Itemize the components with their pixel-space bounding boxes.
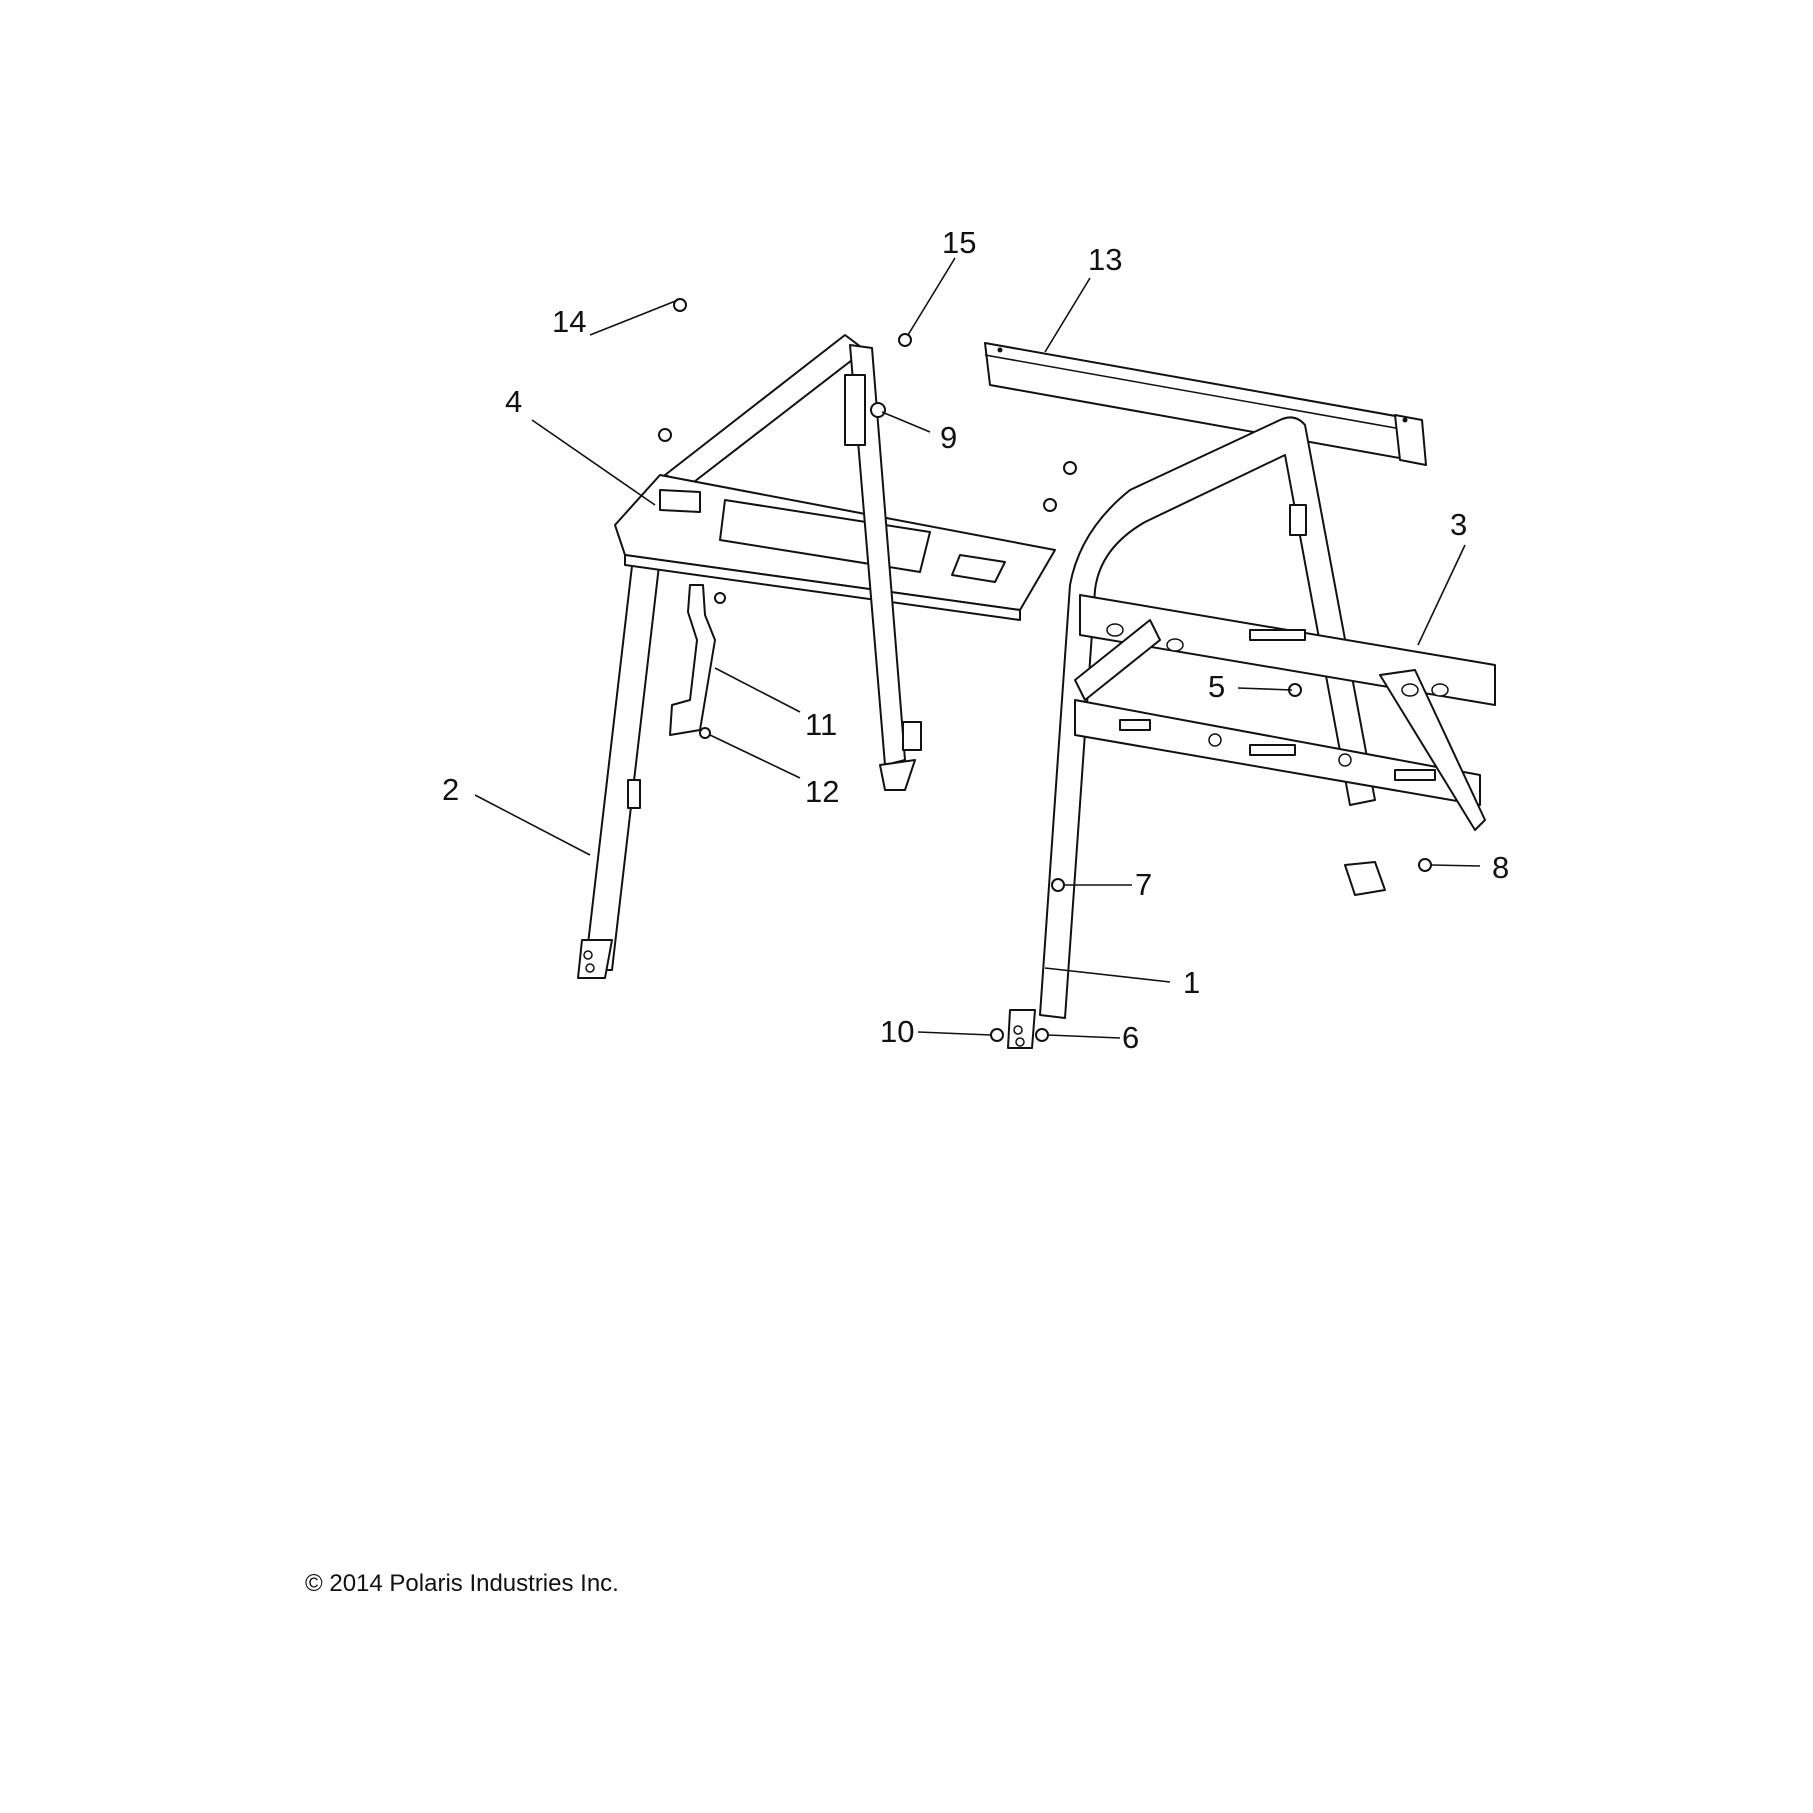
callout-7: 7 <box>1135 867 1152 902</box>
copyright-text: © 2014 Polaris Industries Inc. <box>305 1570 619 1597</box>
fastener-8 <box>1418 858 1432 872</box>
fastener-12 <box>699 727 711 739</box>
callout-15: 15 <box>942 225 976 260</box>
callout-9: 9 <box>940 420 957 455</box>
callout-10: 10 <box>880 1014 914 1049</box>
fastener-7 <box>1051 878 1065 892</box>
fastener-14 <box>673 298 687 312</box>
fastener-12a <box>714 592 726 604</box>
callout-4: 4 <box>505 384 522 419</box>
fastener-15 <box>898 333 912 347</box>
fastener-9 <box>870 402 886 418</box>
fastener-b <box>1043 498 1057 512</box>
callout-3: 3 <box>1450 507 1467 542</box>
callout-1: 1 <box>1183 965 1200 1000</box>
fastener-6 <box>1035 1028 1049 1042</box>
fastener-a <box>1063 461 1077 475</box>
part-rear-left-tube <box>844 344 922 791</box>
callout-6: 6 <box>1122 1020 1139 1055</box>
callout-13: 13 <box>1088 242 1122 277</box>
fastener-14b <box>658 428 672 442</box>
part-13-rear-top-bar <box>984 342 1427 466</box>
callout-5: 5 <box>1208 669 1225 704</box>
callout-14: 14 <box>552 304 586 339</box>
fasteners <box>658 298 1432 1042</box>
callout-2: 2 <box>442 772 459 807</box>
callout-11: 11 <box>805 707 837 742</box>
part-3-rear-frame <box>1074 594 1496 831</box>
part-11-bracket <box>669 584 716 736</box>
callout-8: 8 <box>1492 850 1509 885</box>
leader-lines <box>474 257 1481 1039</box>
part-2-front-left-tube <box>577 539 663 979</box>
callout-12: 12 <box>805 774 839 809</box>
callout-labels: 1 2 3 4 5 6 7 8 9 10 11 12 13 14 15 <box>442 225 1509 1055</box>
part-1-main-roll-bar <box>1007 416 1386 1049</box>
fastener-10 <box>990 1028 1004 1042</box>
